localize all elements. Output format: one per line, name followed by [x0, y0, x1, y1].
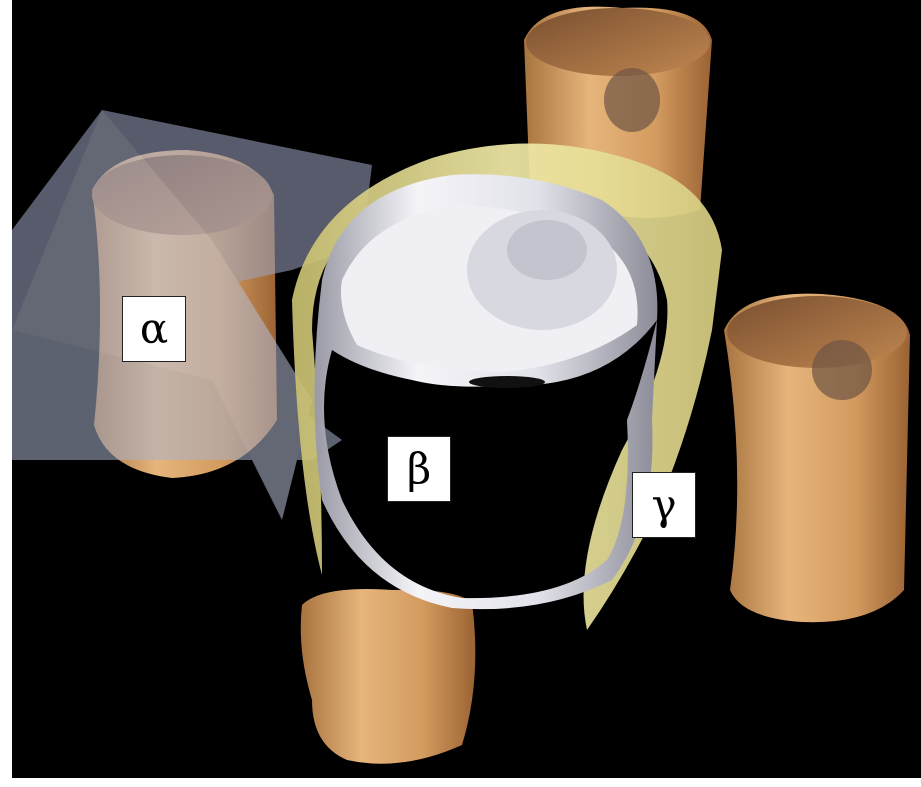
tan-tube-right [724, 294, 910, 623]
tan-tube-bottom [301, 589, 476, 764]
3d-surfaces-illustration [12, 0, 921, 778]
label-alpha: α [122, 296, 186, 362]
label-beta: β [387, 436, 451, 502]
label-gamma: γ [632, 472, 696, 538]
render-scene: α β γ [12, 0, 921, 778]
